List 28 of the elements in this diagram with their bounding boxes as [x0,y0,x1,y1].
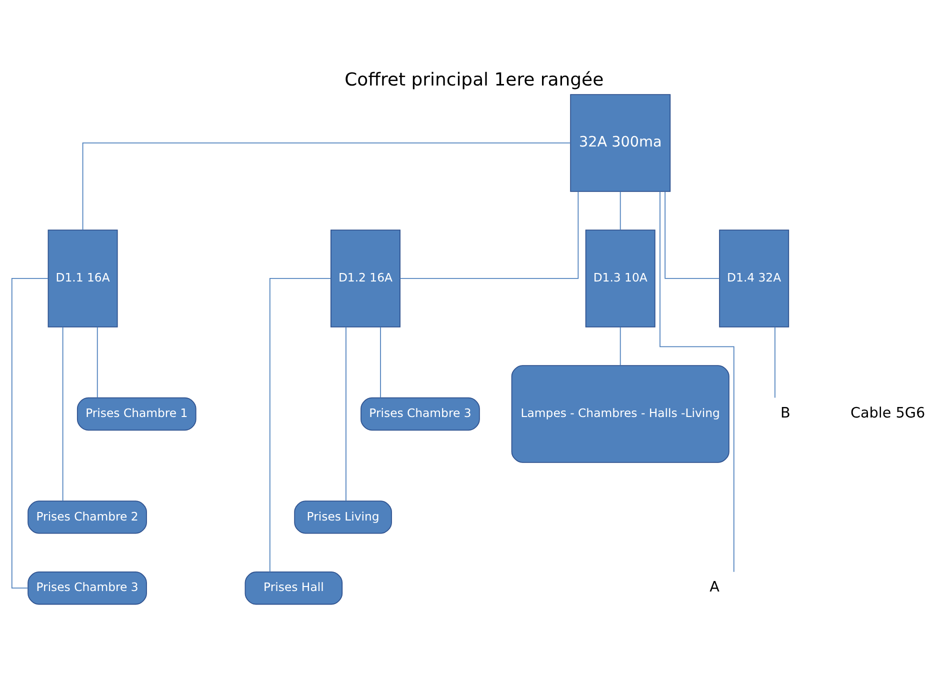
node-box: Lampes - Chambres - Halls -Living [511,364,730,462]
node-text: B [780,404,790,421]
label: Cable 5G6 [850,404,926,421]
node-box: D1.2 16A [330,229,400,327]
node-box: 32A 300ma [570,94,671,192]
connector [82,142,571,230]
node-text: A [710,579,720,596]
connector [774,326,776,398]
node-box: D1.1 16A [48,229,118,327]
connector [664,190,720,278]
connector [62,326,64,501]
connector [269,278,332,572]
diagram-title: Coffret principal 1ere rangée [344,69,604,90]
node-box: Prises Chambre 3 [28,571,147,604]
connector [620,326,621,366]
connector [400,190,579,278]
connector [620,190,621,230]
connector [96,326,98,398]
node-box: Prises Hall [244,571,343,604]
connector [660,190,734,572]
node-box: Prises Chambre 3 [360,396,480,430]
node-box: Prises Living [294,500,392,534]
node-box: D1.4 32A [719,229,790,327]
node-box: D1.3 10A [585,229,656,327]
connector [380,326,381,398]
connector [11,278,49,588]
node-box: Prises Chambre 2 [28,500,147,534]
node-box: Prises Chambre 1 [76,396,196,430]
